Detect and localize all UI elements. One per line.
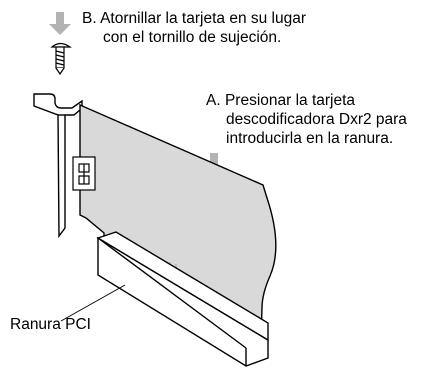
step-a-line2: descodificadora Dxr2 para [226, 111, 407, 128]
step-a-line3: introducirla en la ranura. [226, 130, 394, 147]
step-b-line1: B. Atornillar la tarjeta en su lugar [82, 10, 307, 27]
step-b-label: B. Atornillar la tarjeta en su lugar con… [82, 9, 306, 47]
step-a-label: A. Presionar la tarjeta descodificadora … [206, 91, 407, 148]
step-b-line2: con el tornillo de sujeción. [103, 29, 282, 46]
arrow-down-icon-b [49, 12, 71, 35]
pci-slot [96, 231, 269, 367]
card-bracket [33, 93, 83, 239]
card-connector [72, 156, 96, 191]
step-a-line1: A. Presionar la tarjeta [206, 92, 356, 109]
pci-slot-label: Ranura PCI [10, 316, 91, 333]
slot-leader-line [60, 284, 126, 322]
screw-icon [50, 42, 72, 76]
